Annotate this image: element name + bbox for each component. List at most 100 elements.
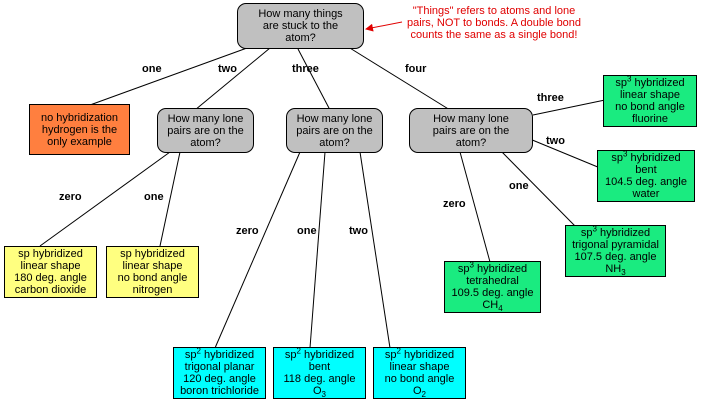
edge-label-four-one: one: [509, 180, 529, 192]
sp3-linear-sup: 3: [626, 74, 632, 84]
sp2-planar-line4: boron trichloride: [180, 385, 259, 397]
lone-pairs-q-line1: How many lone: [433, 112, 509, 125]
sp2-trigonal-planar-box: sp2 hybridized trigonal planar 120 deg. …: [173, 347, 266, 399]
sp2-planar-hyb: hybridized: [200, 349, 255, 361]
edge-four-one: [499, 149, 576, 227]
sp2-bent-prefix: sp: [284, 348, 297, 361]
no-hybrid-line2: hydrogen is the: [41, 123, 118, 136]
edge-two-zero: [39, 151, 171, 247]
sp3-pyr-prefix: sp: [580, 226, 593, 239]
no-hybrid-line1: no hybridization: [40, 111, 119, 124]
lone-pairs-q-line2: pairs are on the: [296, 124, 373, 137]
sp2-linear-hyb: hybridized: [400, 348, 455, 361]
edge-label-two: two: [218, 63, 237, 75]
root-question-line2: are stuck to the: [262, 20, 339, 32]
note-arrow: [365, 21, 403, 32]
things-note-line1: "Things" refers to atoms and lone: [412, 5, 576, 17]
edge-label-three-zero: zero: [236, 225, 259, 237]
edge-label-three-two: two: [349, 225, 368, 237]
sp2-bent-formula-sub: 3: [321, 389, 326, 399]
sp3-trigonal-pyramidal-box: sp3 hybridized trigonal pyramidal 107.5 …: [565, 223, 666, 277]
sp3-linear-prefix: sp: [615, 77, 627, 89]
sp3-pyr-hyb: hybridized: [596, 226, 651, 239]
root-question-line1: How many things: [258, 8, 343, 20]
sp2-bent-box: sp2 hybridized bent 118 deg. angle O3: [273, 345, 366, 399]
edge-four-three: [532, 99, 606, 116]
sp3-bent-sup: 3: [622, 149, 628, 159]
sp3-tetrahedral-box: sp3 hybridized tetrahedral 109.5 deg. an…: [444, 259, 541, 313]
edge-three-zero: [214, 151, 301, 349]
sp2-linear-formula-sub: 2: [421, 389, 426, 399]
sp3-pyr-formula-sub: 3: [621, 267, 626, 277]
sp3-bent-hyb: hybridized: [627, 152, 681, 164]
edge-root-three: [297, 48, 331, 111]
sp2-bent-line2: bent: [308, 360, 331, 373]
sp3-tetra-formula: CH: [482, 298, 499, 311]
lone-pairs-q-line1: How many lone: [167, 112, 244, 125]
no-hybridization-box: no hybridization hydrogen is the only ex…: [29, 104, 130, 155]
lone-pairs-question-two: How many lone pairs are on the atom?: [157, 108, 254, 153]
edge-four-zero: [459, 151, 491, 263]
sp2-bent-line3: 118 deg. angle: [283, 372, 356, 385]
sp2-linear-prefix: sp: [384, 348, 397, 361]
sp2-linear-line3: no bond angle: [384, 372, 455, 385]
sp3-linear-line3: no bond angle: [615, 101, 685, 113]
sp3-pyr-sup: 3: [592, 223, 597, 233]
sp3-bent-line2: bent: [635, 164, 657, 176]
no-hybrid-line3: only example: [47, 135, 112, 148]
sp3-tetra-line3: 109.5 deg. angle: [451, 286, 534, 299]
sp3-pyr-line2: trigonal pyramidal: [572, 238, 659, 251]
lone-pairs-q-line2: pairs are on the: [167, 124, 244, 137]
sp3-bent-line4: water: [632, 188, 660, 200]
sp3-bent-line3: 104.5 deg. angle: [605, 176, 687, 188]
edge-three-two: [359, 151, 391, 349]
sp3-pyr-formula: NH: [605, 262, 622, 275]
sp2-planar-line3: 120 deg. angle: [183, 373, 256, 385]
sp-linear-line4: carbon dioxide: [14, 284, 87, 296]
sp2-linear-line2: linear shape: [389, 360, 450, 373]
sp2-bent-sup: 2: [296, 345, 301, 355]
things-note-line2: pairs, NOT to bonds. A double bond: [406, 17, 582, 29]
lone-pairs-q-line2: pairs are on the: [432, 124, 510, 137]
sp3-linear-line2: linear shape: [620, 89, 680, 101]
edge-label-three-one: one: [297, 225, 317, 237]
sp-linear-carbon-dioxide-box: sp hybridized linear shape 180 deg. angl…: [4, 246, 97, 298]
edge-root-four: [344, 44, 451, 111]
edge-four-two: [524, 136, 606, 171]
sp3-linear-line4: fluorine: [631, 113, 669, 125]
sp3-bent-water-box: sp3 hybridized bent 104.5 deg. angle wat…: [597, 150, 695, 202]
sp3-tetra-prefix: sp: [457, 262, 470, 275]
sp3-tetra-hyb: hybridized: [473, 262, 528, 275]
sp-nobond-line4: nitrogen: [132, 284, 173, 296]
things-note: "Things" refers to atoms and lone pairs,…: [378, 5, 610, 41]
sp3-linear-fluorine-box: sp3 hybridized linear shape no bond angl…: [603, 75, 697, 127]
sp-nobond-line3: no bond angle: [117, 272, 188, 284]
edge-label-four-two: two: [546, 135, 565, 147]
sp2-planar-line2: trigonal planar: [184, 361, 255, 373]
sp2-planar-prefix: sp: [184, 349, 197, 361]
edge-label-two-zero: zero: [59, 191, 82, 203]
sp3-bent-prefix: sp: [611, 152, 623, 164]
sp3-tetra-line2: tetrahedral: [466, 274, 519, 287]
sp3-tetra-formula-sub: 4: [498, 303, 503, 313]
sp2-planar-sup: 2: [196, 346, 201, 356]
edge-two-one: [159, 151, 181, 247]
lone-pairs-question-three: How many lone pairs are on the atom?: [286, 108, 383, 153]
sp-nitrogen-box: sp hybridized linear shape no bond angle…: [106, 246, 199, 298]
sp-linear-line1: sp hybridized: [18, 248, 83, 260]
edge-root-one: [89, 47, 248, 106]
edge-label-one: one: [142, 63, 162, 75]
sp3-tetra-sup: 3: [469, 259, 474, 269]
root-question-line3: atom?: [285, 32, 316, 44]
lone-pairs-q-line3: atom?: [319, 136, 350, 149]
sp2-linear-sup: 2: [396, 345, 401, 355]
sp-linear-line3: 180 deg. angle: [14, 272, 87, 284]
sp2-linear-formula: O: [412, 384, 422, 397]
sp2-bent-hyb: hybridized: [300, 348, 355, 361]
lone-pairs-q-line3: atom?: [455, 136, 487, 149]
edge-label-four: four: [405, 63, 427, 75]
sp-nobond-line1: sp hybridized: [120, 248, 185, 260]
things-note-line3: counts the same as a single bond!: [410, 29, 578, 41]
edge-label-two-one: one: [144, 191, 164, 203]
